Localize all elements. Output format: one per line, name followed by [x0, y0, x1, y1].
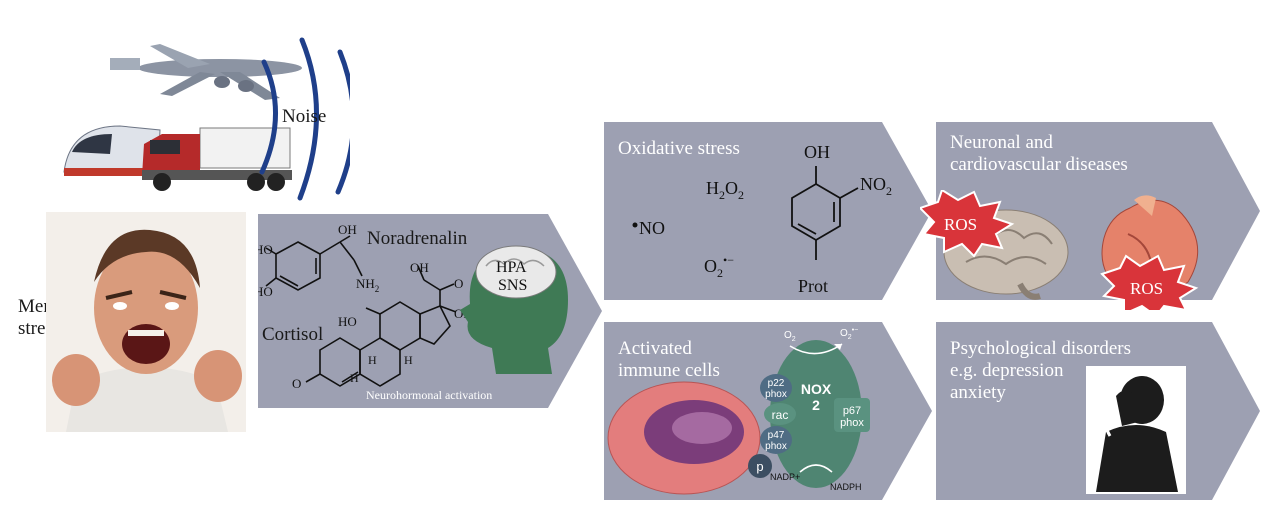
- nitrotyrosine-no2: NO2: [860, 174, 892, 198]
- train-icon: [63, 125, 161, 176]
- phosphate-label: p: [756, 459, 763, 474]
- head-brain-icon: HPA SNS: [460, 245, 568, 374]
- cortisol-o-1: O: [292, 376, 301, 391]
- nox2-complex-illustration: NOX 2 p67 phox p22 phox rac p47 phox p O…: [607, 327, 870, 495]
- cortisol-o-2: O: [454, 276, 463, 291]
- p67-phox-label: phox: [840, 417, 864, 429]
- cortisol-oh-top: OH: [410, 260, 429, 275]
- rac-label: rac: [772, 408, 789, 422]
- nadph-label: NADPH: [830, 482, 862, 492]
- o2-out-label: O2•−: [840, 327, 858, 341]
- noise-sources-illustration: [63, 37, 350, 201]
- nitrotyrosine-oh: OH: [804, 142, 830, 162]
- no-radical-text: NO: [639, 218, 665, 238]
- nox2-membrane-icon: [770, 340, 862, 488]
- stressed-man-photo: [46, 212, 246, 432]
- neurohormonal-caption: Neurohormonal activation: [366, 388, 493, 402]
- p67-subunit-icon: [834, 398, 870, 432]
- nitrotyrosine-prot: Prot: [798, 276, 828, 296]
- nox-label: NOX: [801, 381, 832, 397]
- o2-in-label: O2: [784, 330, 796, 343]
- noise-label: Noise: [282, 106, 327, 127]
- oxidative-stress-title: Oxidative stress: [618, 138, 740, 159]
- nitrotyrosine-ring: [791, 166, 859, 260]
- cortisol-h-1: H: [368, 353, 377, 367]
- noradrenalin-nh2: NH2: [356, 276, 379, 294]
- brain-heart-illustration: ROS ROS: [920, 190, 1199, 310]
- psychological-title: Psychological disorders e.g. depression …: [950, 338, 1132, 403]
- phosphate-icon: [748, 454, 772, 478]
- p22-label: p22: [768, 378, 785, 389]
- cortisol-h-3: H: [350, 371, 359, 385]
- brain-sns-text: SNS: [498, 277, 527, 294]
- oxidative-stress-panel: [604, 122, 932, 300]
- nox-label-2: 2: [812, 397, 820, 413]
- p67-label: p67: [843, 405, 861, 417]
- p22-subunit-icon: [760, 374, 792, 402]
- p47-phox-label: phox: [765, 441, 787, 452]
- airplane-icon: [110, 44, 302, 100]
- cortisol-ho: HO: [338, 314, 357, 329]
- noradrenalin-ho-2: HO: [258, 284, 273, 299]
- p47-subunit-icon: [760, 426, 792, 454]
- immune-cells-title: Activated immune cells: [618, 338, 720, 381]
- ros-burst-2-icon: [1100, 254, 1199, 310]
- noradrenalin-structure: OH HO HO NH2: [258, 222, 379, 299]
- cortisol-structure: O HO OH O OH H H H: [292, 260, 473, 391]
- brain-hpa-text: HPA: [496, 259, 527, 276]
- rac-subunit-icon: [764, 403, 796, 425]
- noradrenalin-label: Noradrenalin: [367, 228, 468, 249]
- p22-phox-label: phox: [765, 389, 787, 400]
- ros-label-2: ROS: [1130, 279, 1163, 298]
- ros-burst-1-icon: [920, 190, 1015, 258]
- diseases-title: Neuronal and cardiovascular diseases: [950, 132, 1128, 175]
- sound-waves-icon: [259, 37, 350, 201]
- cortisol-label: Cortisol: [262, 324, 324, 345]
- noradrenalin-oh: OH: [338, 222, 357, 237]
- p47-label: p47: [768, 430, 785, 441]
- ros-label-1: ROS: [944, 215, 977, 234]
- cortisol-h-2: H: [404, 353, 413, 367]
- depressed-person-icon: [1086, 366, 1186, 494]
- h2o2-text: H2O2: [706, 178, 744, 202]
- oxidative-species: H2O2 NO O2•− OH NO2 Prot: [632, 142, 892, 296]
- nadp-label: NADP+: [770, 472, 800, 482]
- superoxide-text: O2•−: [704, 253, 734, 280]
- noradrenalin-ho-1: HO: [258, 242, 273, 257]
